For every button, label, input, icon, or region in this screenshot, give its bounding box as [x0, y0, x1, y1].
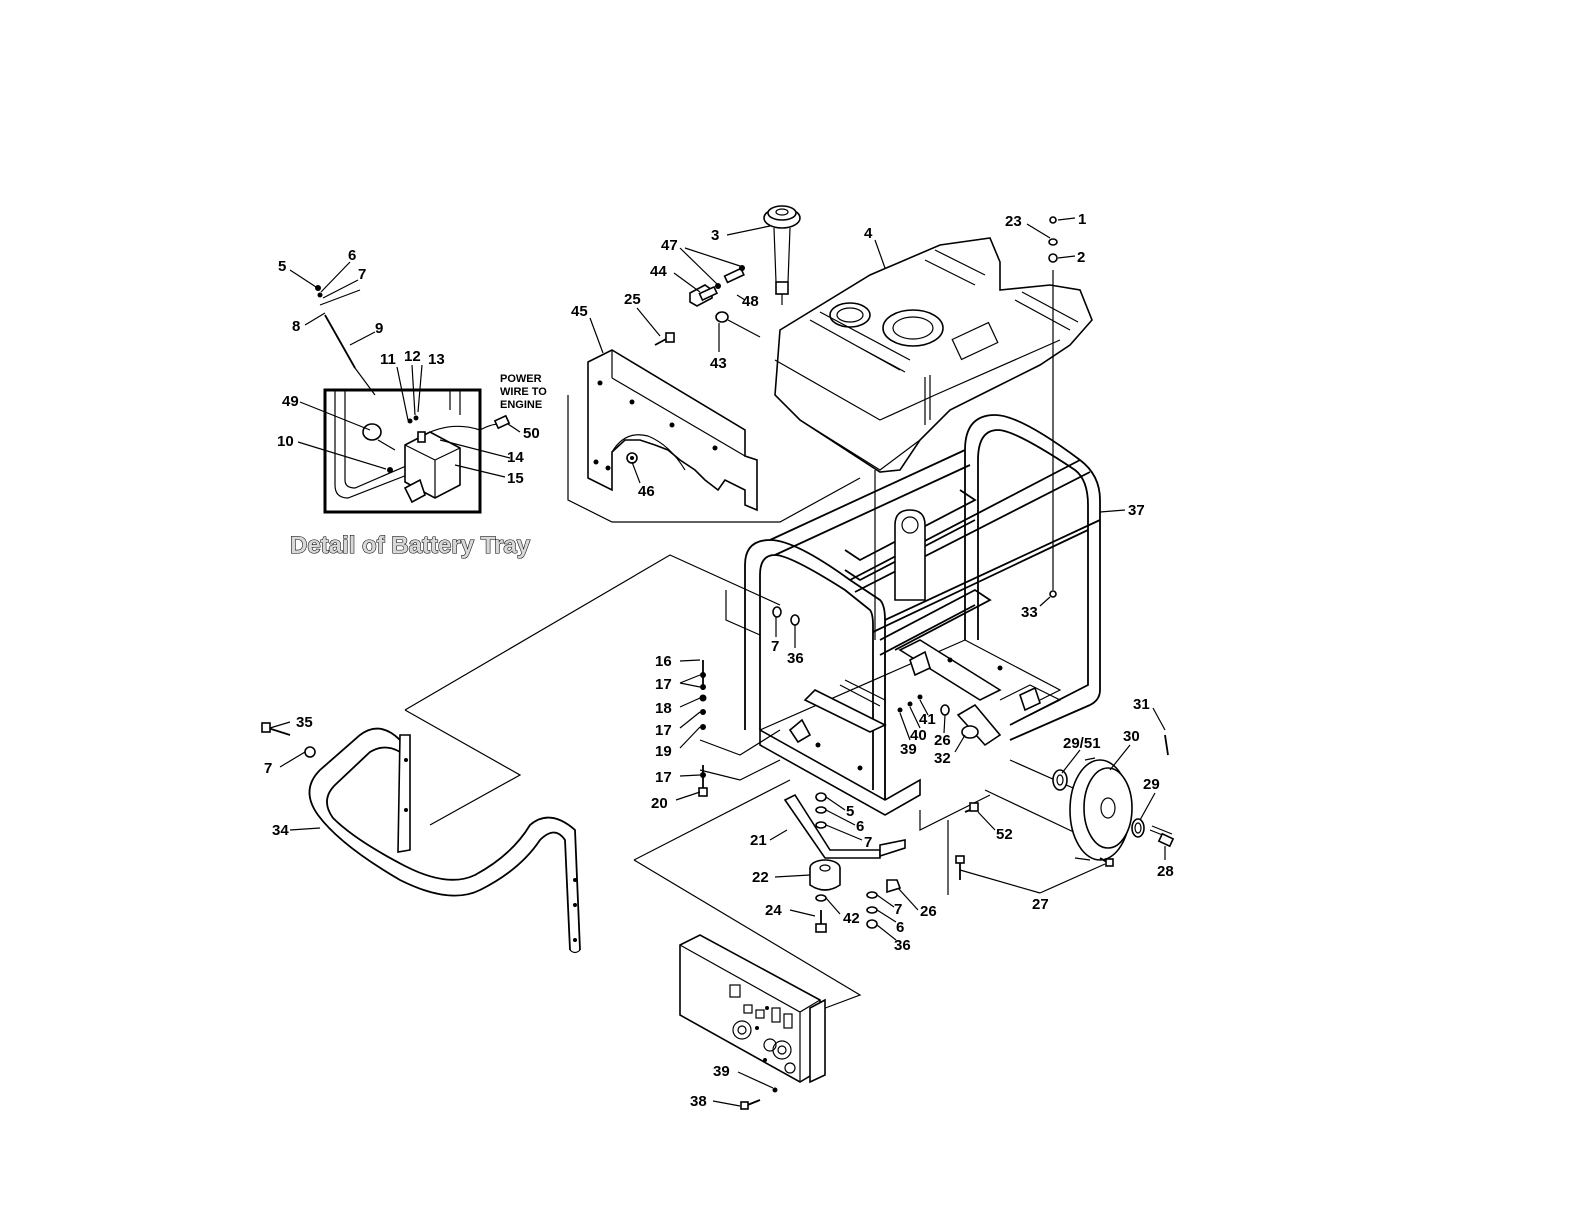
callout-label: 36	[787, 650, 804, 667]
hardware-stack	[699, 660, 707, 796]
callout-label: 47	[661, 237, 678, 254]
callout-label: 50	[523, 425, 540, 442]
callout-label: 21	[750, 832, 767, 849]
callout-label: 11	[380, 351, 396, 368]
callout-label: 17	[655, 676, 672, 693]
wheel	[1053, 735, 1173, 860]
callout-label: 17	[655, 722, 672, 739]
callout-label: 41	[919, 711, 936, 728]
callout-label: 22	[752, 869, 769, 886]
battery-rod	[315, 285, 375, 395]
callout-label: 29	[1143, 776, 1160, 793]
callout-label: 13	[428, 351, 445, 368]
note-line: POWER	[500, 373, 542, 385]
callout-label: 37	[1128, 502, 1145, 519]
callout-label: 15	[507, 470, 524, 487]
callout-label: 16	[655, 653, 672, 670]
callout-label: 43	[710, 355, 727, 372]
callout-label: 5	[278, 258, 286, 275]
callout-label: 30	[1123, 728, 1140, 745]
callout-label: 17	[655, 769, 672, 786]
callout-label: 52	[996, 826, 1013, 843]
callout-label: 12	[404, 348, 421, 365]
callout-label: 2	[1077, 249, 1085, 266]
callout-label: 23	[1005, 213, 1022, 230]
panel-screws	[741, 1088, 778, 1110]
callout-label: 48	[742, 293, 759, 310]
callout-label: 33	[1021, 604, 1038, 621]
power-wire-note: POWER WIRE TO ENGINE	[500, 373, 547, 411]
fuel-tank	[775, 238, 1092, 472]
callout-label: 25	[624, 291, 641, 308]
callout-label: 49	[282, 393, 299, 410]
note-line: ENGINE	[500, 399, 542, 411]
callout-label: 20	[651, 795, 668, 812]
frame	[700, 415, 1100, 830]
callout-label: 40	[910, 727, 927, 744]
battery-tray-caption: Detail of Battery Tray	[290, 532, 531, 559]
callout-label: 24	[765, 902, 782, 919]
callout-label: 8	[292, 318, 300, 335]
callout-label: 39	[713, 1063, 730, 1080]
callout-label: 6	[896, 919, 904, 936]
note-line: WIRE TO	[500, 386, 547, 398]
callout-label: 31	[1133, 696, 1150, 713]
callout-label: 29/51	[1063, 735, 1101, 752]
bolt-25	[655, 333, 674, 345]
callout-label: 18	[655, 700, 672, 717]
callout-label: 1	[1078, 211, 1086, 228]
callout-label: 6	[348, 247, 356, 264]
callout-label: 32	[934, 750, 951, 767]
callout-label: 7	[894, 901, 902, 918]
callout-label: 42	[843, 910, 860, 927]
callout-label: 10	[277, 433, 294, 450]
callout-label: 4	[864, 225, 873, 242]
handle	[309, 729, 580, 953]
callout-label: 19	[655, 743, 672, 760]
callout-label: 7	[771, 638, 779, 655]
callout-label: 44	[650, 263, 667, 280]
callout-label: 26	[934, 732, 951, 749]
control-panel	[680, 935, 825, 1082]
callout-label: 9	[375, 320, 383, 337]
callout-label: 34	[272, 822, 289, 839]
callout-label: 3	[711, 227, 719, 244]
callout-label: 7	[358, 266, 366, 283]
callout-label: 36	[894, 937, 911, 954]
callout-label: 27	[1032, 896, 1049, 913]
callout-label: 46	[638, 483, 655, 500]
callout-label: 35	[296, 714, 313, 731]
callout-label: 6	[856, 818, 864, 835]
callout-label: 26	[920, 903, 937, 920]
callout-label: 7	[264, 760, 272, 777]
callout-label: 5	[846, 803, 854, 820]
callout-label: 38	[690, 1093, 707, 1110]
callout-label: 14	[507, 449, 524, 466]
callout-label: 7	[864, 834, 872, 851]
callout-label: 45	[571, 303, 588, 320]
callout-label: 28	[1157, 863, 1174, 880]
fuel-gauge	[764, 206, 800, 305]
